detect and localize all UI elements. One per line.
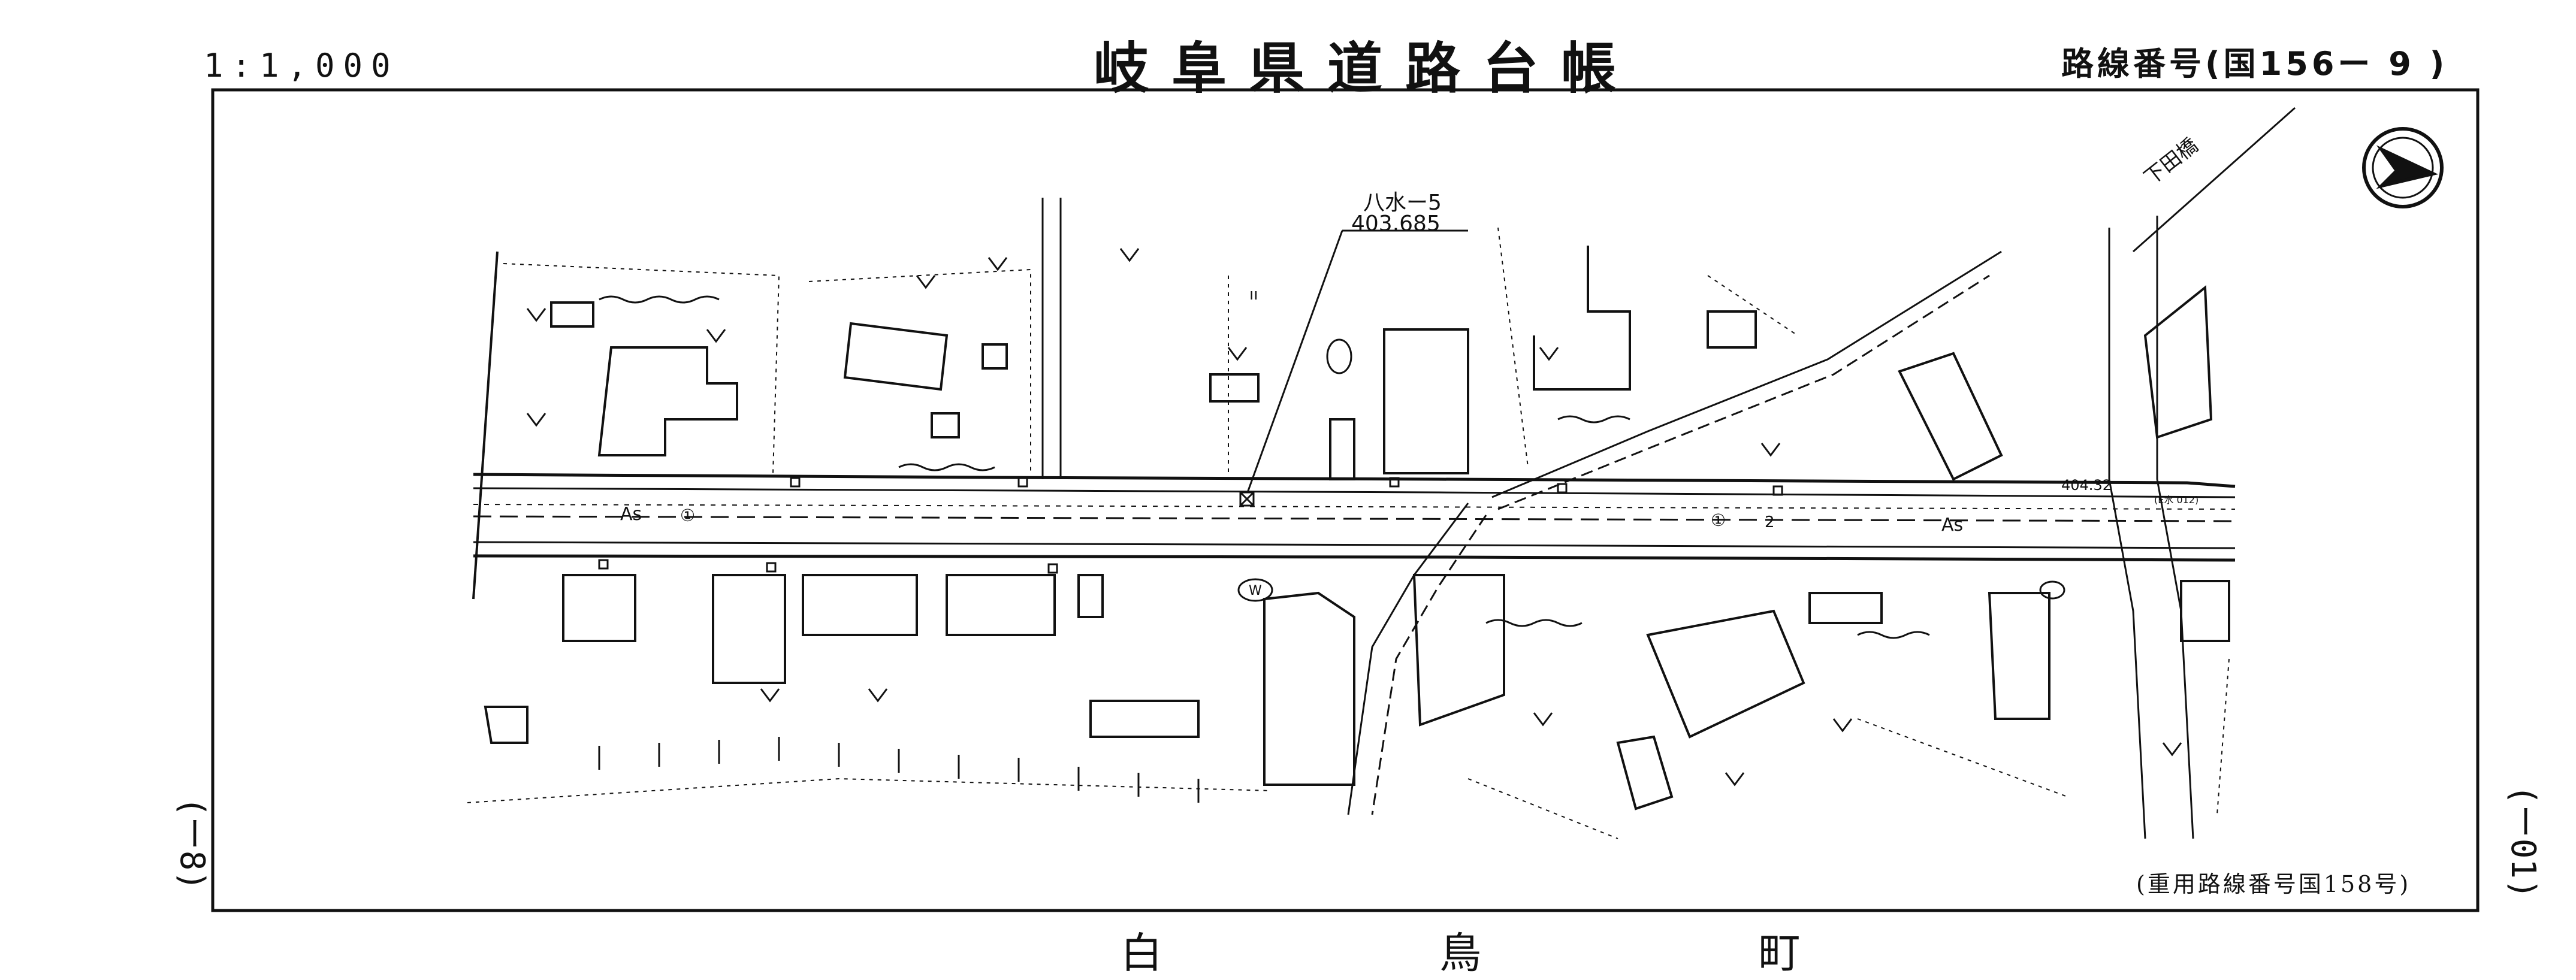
lane-marker-right: ① (1711, 510, 1726, 530)
road-centerline-2 (473, 504, 2236, 510)
road-centerline (473, 515, 2236, 522)
route-number: 路線番号(国156ー 9 ) (2061, 45, 2448, 83)
sheet-number-left: (ー8) (173, 797, 212, 891)
side-road-south-1 (1347, 503, 1469, 815)
surface-label-right: As (1941, 515, 1963, 536)
elevation-label: 404.32 (2061, 477, 2112, 494)
benchmark-value: 403.685 (1351, 211, 1440, 236)
north-arrow-icon (2362, 127, 2444, 208)
surface-label-left: As (620, 504, 642, 525)
side-road-south-2 (1371, 515, 1487, 815)
lane-marker-left: ① (680, 506, 695, 525)
main-road (473, 473, 2236, 562)
map-frame (211, 88, 2480, 912)
west-road (472, 251, 499, 600)
field-marks (526, 248, 2182, 787)
town-name: 白 鳥 町 (1121, 928, 1932, 978)
road-edge-bottom-inner (473, 541, 2236, 549)
utility-markers (598, 477, 1783, 574)
benchmark-marker (1239, 229, 1468, 507)
scale-label: 1:1,000 (204, 47, 399, 84)
property-boundaries (467, 227, 2230, 839)
lane-number: 2 (1765, 513, 1775, 531)
hedge-lines (599, 295, 1930, 639)
river-west-bank (2108, 228, 2146, 839)
buildings-south (484, 574, 2230, 810)
w-marker-label: W (1249, 583, 1262, 598)
river-label: (E水 012) (2154, 494, 2198, 506)
field-mark-label: ıı (1249, 286, 1258, 304)
river-east-bank (2156, 216, 2194, 839)
side-road-northeast-2 (1497, 274, 1990, 510)
buildings-north (550, 246, 2213, 481)
w-markers (1237, 338, 2065, 602)
road-edge-top-inner (473, 487, 2236, 498)
road-map: 下田橋 八水ー5 403.685 404.32 As As ① ① 2 (E水 … (211, 88, 2480, 912)
shared-route-number: (重用路線番号国158号) (2136, 871, 2411, 897)
benchmark-name: 八水ー5 (1363, 190, 1442, 215)
bridge-label: 下田橋 (2140, 134, 2203, 190)
sheet-number-right: (ー01) (2503, 785, 2542, 899)
road-edge-bottom (473, 554, 2236, 562)
road-edge-top (473, 473, 2236, 488)
side-road-northeast-1 (1491, 250, 2002, 498)
bridge-leader-line (2133, 107, 2296, 253)
south-ticks (598, 737, 1200, 803)
